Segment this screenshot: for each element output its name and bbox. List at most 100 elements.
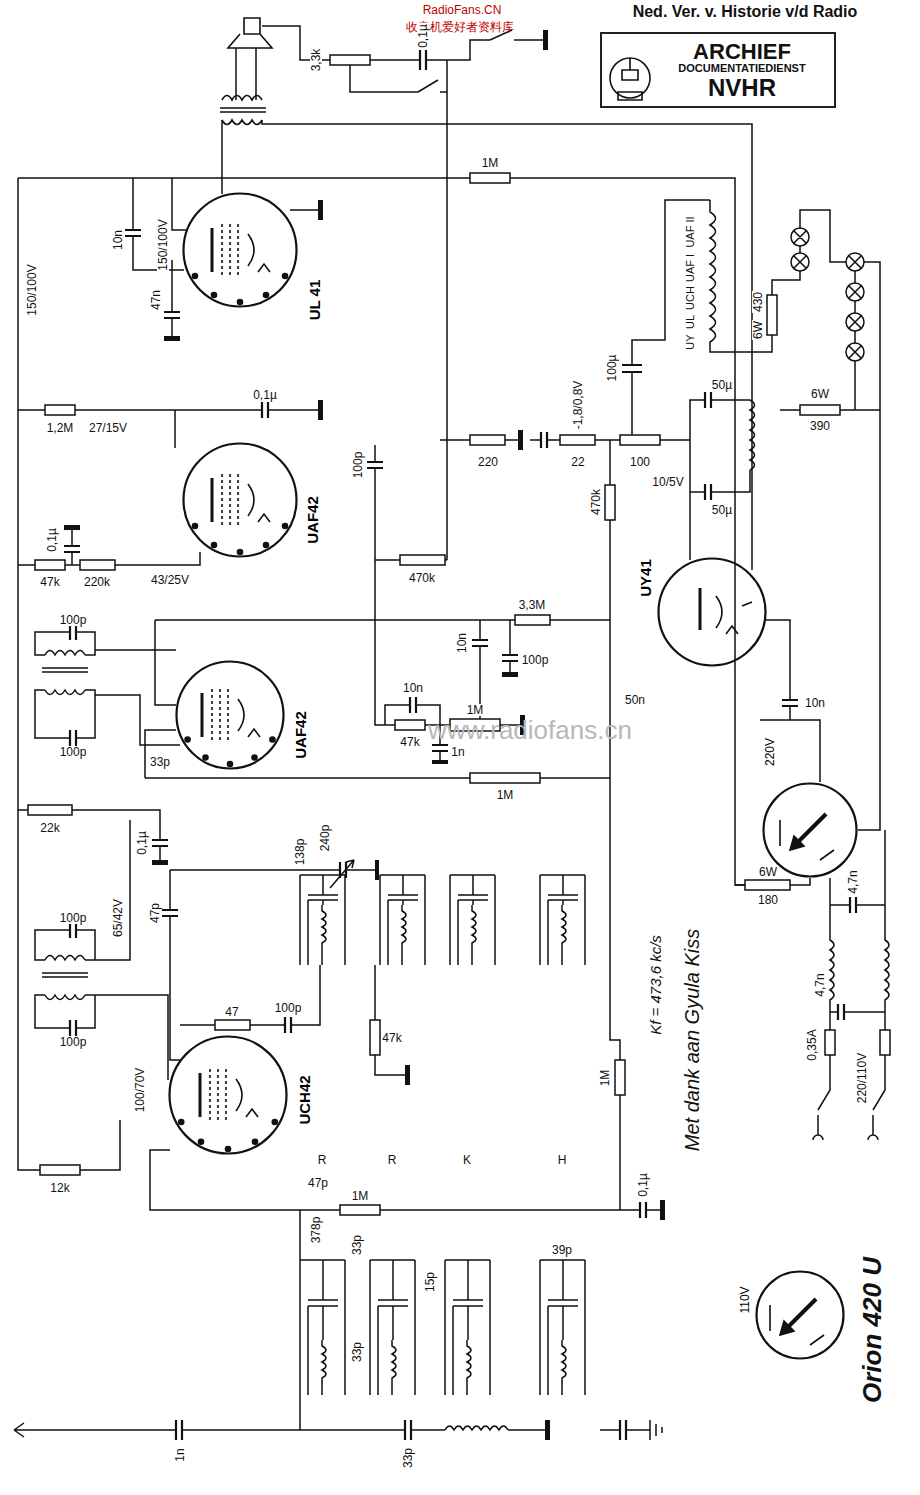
schematic-label: 47n [150, 289, 162, 311]
schematic-label: 47p [307, 1177, 329, 1189]
resistor-symbol [767, 295, 777, 335]
vacuum-tube [175, 660, 285, 770]
tube-electrodes [700, 588, 752, 634]
tube-electrodes [211, 478, 214, 522]
wire [750, 400, 755, 470]
tube-electrodes [252, 755, 257, 760]
schematic-label: 150/100V [26, 263, 38, 316]
resistor-symbol [28, 55, 890, 1215]
tube-envelope [170, 1037, 287, 1154]
capacitor-symbol [64, 50, 856, 1440]
wire [170, 860, 375, 1060]
schematic-label: Kf = 473,6 kc/s [648, 934, 663, 1036]
tube-electrodes [192, 474, 287, 555]
tube-electrodes [253, 1139, 258, 1144]
schematic-label: 0,1µ [46, 527, 58, 553]
vacuum-tube: UY41 [657, 557, 767, 667]
tube-electrodes [228, 762, 233, 767]
wire [18, 810, 160, 860]
ground-symbol [375, 860, 379, 880]
wire [150, 440, 660, 1210]
resistor-symbol [330, 55, 370, 65]
vacuum-tube [182, 192, 298, 308]
tube-electrodes [248, 484, 254, 516]
schematic-label: 33p [351, 1341, 363, 1363]
schematic-label: 470k [590, 488, 602, 516]
coil-block [380, 875, 425, 965]
schematic-label: 1M [351, 1190, 370, 1202]
schematic-label: 6W [752, 320, 764, 340]
schematic-label: 240p [319, 824, 331, 853]
wire [632, 200, 880, 830]
capacitor-symbol [64, 50, 856, 1440]
schematic-label: 390 [809, 420, 831, 432]
resistor-symbol [560, 435, 595, 445]
tube-electrodes [726, 626, 738, 634]
schematic-label: 47k [39, 576, 60, 588]
coil-block [300, 875, 345, 965]
tube-electrodes [211, 689, 213, 741]
resistor-symbol [45, 405, 75, 415]
tube-electrodes [264, 543, 269, 548]
tube-electrodes [238, 699, 244, 731]
tube-label: UAF42 [305, 495, 320, 545]
schematic-label: 3,3k [310, 48, 322, 73]
schematic-label: 138p [294, 838, 306, 867]
tube-electrodes [227, 689, 229, 741]
tube-electrodes [258, 514, 270, 522]
resistor-symbol [215, 1020, 250, 1030]
coil-block [300, 875, 585, 1395]
schematic-label: 12k [49, 1182, 70, 1194]
stamp-box: ARCHIEFDOCUMENTATIEDIENSTNVHR [600, 32, 836, 108]
wire [375, 445, 520, 760]
coil-block [450, 875, 495, 965]
ground-symbol [432, 760, 448, 764]
stamp-icon [610, 58, 650, 100]
schematic-label: Ned. Ver. v. Historie v/d Radio [632, 4, 859, 20]
schematic-label: 100p [352, 451, 364, 480]
output-transformer [220, 96, 266, 125]
schematic-label: 430 [752, 291, 764, 313]
schematic-label: 10n [456, 632, 468, 654]
tube-electrodes [185, 737, 190, 742]
schematic-label: R [317, 1154, 328, 1166]
tube-envelope [764, 784, 857, 877]
schematic-label: 6W [810, 388, 830, 400]
schematic-label: 22 [570, 456, 585, 468]
tube-electrodes [796, 814, 826, 844]
schematic-label: 100µ [606, 354, 618, 383]
coil-block [370, 1260, 415, 1395]
schematic-label: 15p [424, 1271, 436, 1293]
schematic-label: 1M [496, 789, 515, 801]
tube-envelope [177, 662, 284, 769]
resistor-symbol [800, 405, 840, 415]
tube-envelope [184, 194, 297, 307]
tube-electrodes [192, 274, 197, 279]
tube-electrodes [199, 1139, 204, 1144]
schematic-label: K [462, 1154, 472, 1166]
tube-electrodes [192, 524, 197, 529]
lamp-symbol [794, 231, 861, 358]
schematic-label: 22k [39, 822, 60, 834]
vacuum-tube [168, 1035, 288, 1155]
tube-electrodes [185, 689, 275, 767]
schematic-label: 150/100V [157, 218, 169, 271]
schematic-label: 0,1µ [637, 1172, 649, 1198]
tube-electrodes [237, 474, 239, 526]
tube-electrodes [219, 689, 221, 741]
speaker-symbol [228, 18, 272, 48]
tube-electrodes [212, 543, 217, 548]
tube-electrodes [780, 814, 834, 860]
wire [133, 178, 318, 336]
tube-electrodes [790, 836, 804, 850]
tube-electrodes [229, 224, 231, 276]
resistor-symbol [605, 485, 615, 520]
tube-electrodes [272, 1120, 277, 1125]
schematic-label: H [557, 1154, 568, 1166]
resistor-symbol [395, 720, 425, 730]
schematic-label: 0,1µ [136, 830, 148, 856]
stamp-text: ARCHIEF [660, 40, 824, 63]
tube-electrodes [211, 228, 214, 272]
schematic-label: 1M [599, 1069, 611, 1088]
schematic-label: 220k [83, 576, 111, 588]
